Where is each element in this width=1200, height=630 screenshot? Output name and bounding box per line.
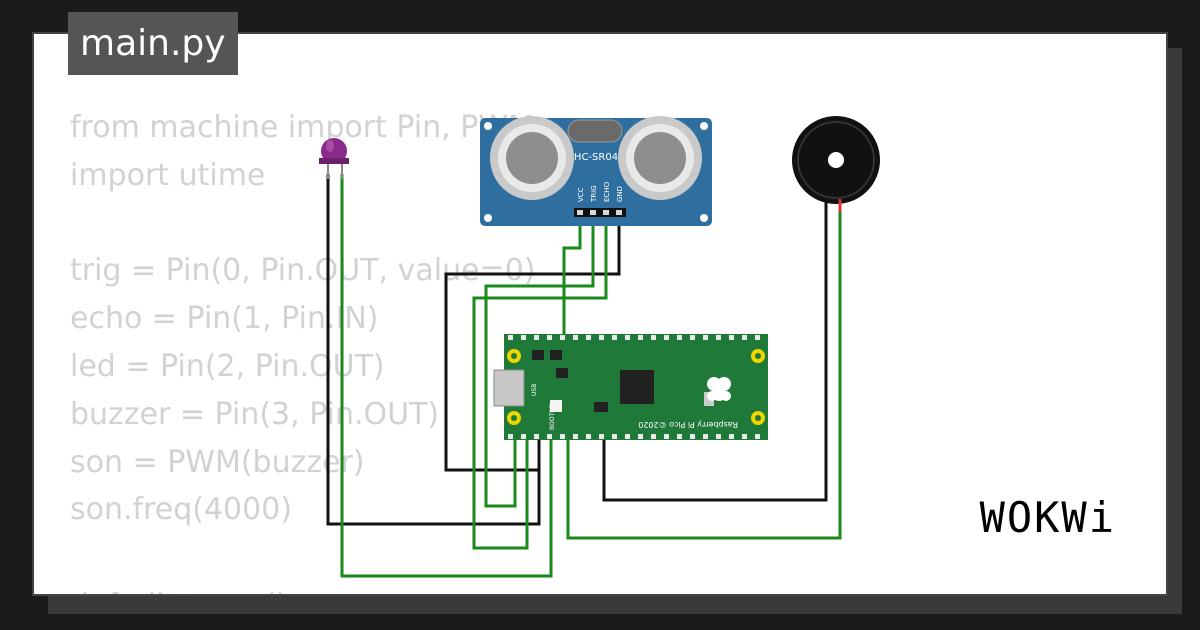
led-anode-wire (340, 174, 553, 578)
code-line: echo = Pin(1, Pin.IN) (70, 301, 379, 337)
sensor-pin-labels: VCC TRIG ECHO GND (577, 181, 624, 203)
code-line: import utime (70, 157, 266, 193)
code-line: buzzer = Pin(3, Pin.OUT) (70, 396, 440, 432)
svg-text:VCC: VCC (577, 187, 585, 202)
sensor-echo-wire (472, 224, 608, 550)
ultrasonic-sensor[interactable]: HC-SR04 VCC TRIG ECHO GND (480, 116, 712, 226)
bootsel-button (550, 400, 562, 412)
circuit-diagram: HC-SR04 VCC TRIG ECHO GND (319, 116, 880, 578)
led-component[interactable] (319, 138, 349, 179)
sensor-trig-wire (484, 224, 595, 508)
wires (326, 174, 842, 578)
pico-board[interactable]: USB BOOTSEL Raspberry Pi Pico ©2020 (493, 334, 768, 440)
svg-text:USB: USB (531, 384, 538, 396)
buzzer-signal-wire (566, 204, 842, 540)
svg-text:ECHO: ECHO (603, 181, 611, 202)
svg-text:GND: GND (616, 186, 624, 202)
buzzer-component[interactable] (792, 116, 880, 212)
sensor-vcc-wire (562, 224, 582, 340)
code-line: son = PWM(buzzer) (70, 444, 365, 480)
code-line: def distance(): (70, 582, 770, 594)
file-tab-main-py[interactable]: main.py (68, 12, 238, 75)
raspberry-logo-icon (707, 377, 731, 401)
wokwi-logo: WOKWi (979, 493, 1116, 542)
led-cathode-wire (326, 174, 541, 526)
buzzer-gnd-wire (602, 204, 828, 502)
usb-port (493, 369, 525, 407)
svg-text:BOOTSEL: BOOTSEL (549, 401, 556, 430)
rp2040-chip (620, 370, 654, 404)
code-line: trig = Pin(0, Pin.OUT, value=0) (70, 253, 536, 289)
code-line: led = Pin(2, Pin.OUT) (70, 348, 385, 384)
sensor-gnd-wire (444, 224, 621, 472)
code-line: son.freq(4000) (70, 492, 293, 528)
sensor-model-label: HC-SR04 (574, 152, 618, 163)
svg-text:TRIG: TRIG (590, 185, 598, 203)
board-label: Raspberry Pi Pico ©2020 (638, 420, 738, 429)
